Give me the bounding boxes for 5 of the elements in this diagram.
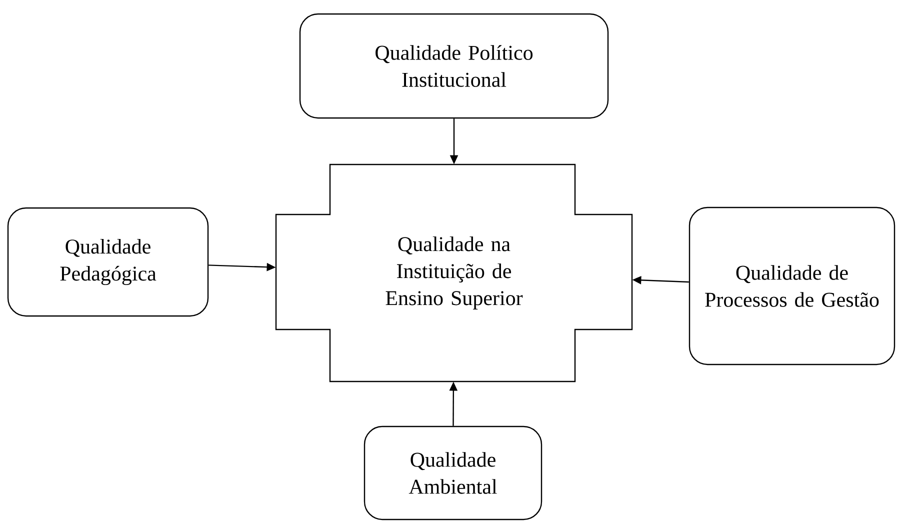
rounded-box: Qualidade Pedagógica xyxy=(7,207,209,317)
cross-shaped-box: Qualidade na Instituição de Ensino Superior xyxy=(275,164,633,382)
rounded-box: Qualidade Político Institucional xyxy=(299,13,609,119)
rounded-box: Qualidade de Processos de Gestão xyxy=(688,206,896,366)
rounded-box: Qualidade Ambiental xyxy=(364,426,542,520)
